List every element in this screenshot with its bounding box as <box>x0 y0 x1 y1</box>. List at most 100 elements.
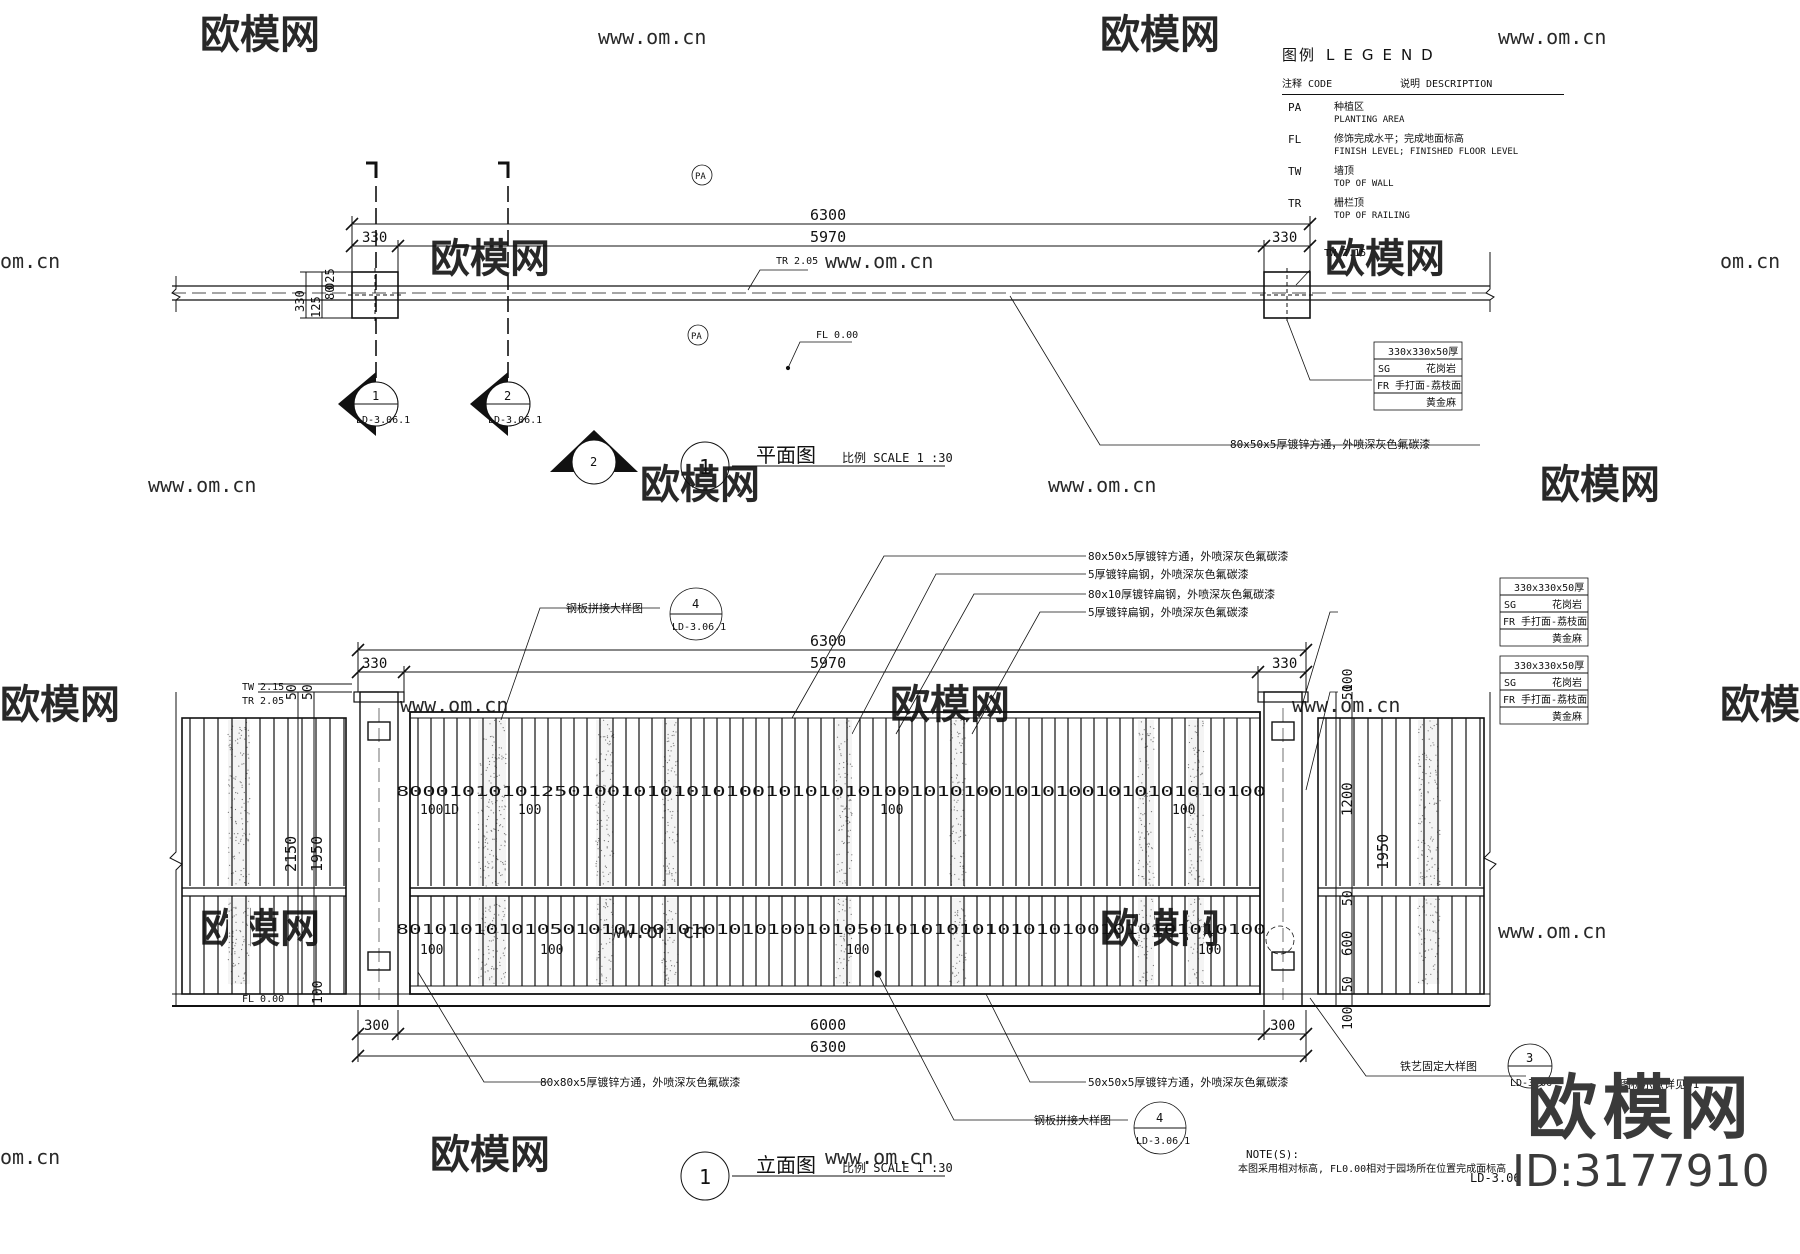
stone-speckle <box>233 858 236 860</box>
stone-speckle <box>841 811 844 813</box>
stone-speckle <box>1435 771 1437 773</box>
stone-speckle <box>496 950 498 952</box>
stone-speckle <box>488 952 490 954</box>
stone-speckle <box>240 812 242 814</box>
stone-speckle <box>840 805 842 807</box>
stone-speckle <box>492 812 495 814</box>
stone-speckle <box>227 811 229 814</box>
stone-speckle <box>1149 823 1151 825</box>
stone-speckle <box>1138 925 1140 927</box>
stone-speckle <box>1189 853 1191 855</box>
stone-speckle <box>668 870 671 872</box>
stone-speckle <box>1152 741 1154 743</box>
stone-speckle <box>961 954 963 957</box>
stone-speckle <box>247 838 249 841</box>
stone-speckle <box>961 936 963 938</box>
elev-bar-label-100: 100 <box>846 943 869 958</box>
stone-speckle <box>959 861 961 864</box>
stone-panel <box>662 720 678 886</box>
note-sheet: LD-3.06 <box>1470 1171 1521 1185</box>
stone-speckle <box>1190 946 1192 948</box>
stone-speckle <box>606 919 608 921</box>
stone-speckle <box>1141 923 1143 925</box>
stone-speckle <box>1438 880 1441 882</box>
stone-speckle <box>233 833 235 835</box>
stone-speckle <box>607 881 609 883</box>
stone-speckle <box>1421 738 1423 741</box>
stone-speckle <box>1426 855 1429 858</box>
stone-speckle <box>964 737 966 739</box>
stone-speckle <box>672 855 674 858</box>
stone-speckle <box>964 915 966 917</box>
stone-speckle <box>959 940 961 942</box>
stone-speckle <box>1141 909 1143 912</box>
stone-speckle <box>850 860 853 862</box>
stone-speckle <box>1439 883 1441 886</box>
plan-dim-side-125: 125 <box>309 296 323 318</box>
stone-speckle <box>603 810 605 812</box>
stone-speckle <box>603 927 605 929</box>
stone-speckle <box>603 784 605 786</box>
stone-speckle <box>1141 823 1143 826</box>
elev-callout-top: 80x10厚镀锌扁钢，外喷深灰色氟碳漆 <box>1088 587 1275 601</box>
stone-speckle <box>1431 827 1433 829</box>
stone-speckle <box>596 775 598 777</box>
stone-speckle <box>235 792 237 794</box>
stone-speckle <box>670 746 672 748</box>
stone-speckle <box>501 874 503 876</box>
stone-speckle <box>956 774 959 777</box>
stone-speckle <box>611 761 613 763</box>
stone-speckle <box>247 907 249 910</box>
stone-speckle <box>669 755 671 757</box>
stone-speckle <box>840 787 843 789</box>
stone-speckle <box>1430 883 1432 886</box>
stone-speckle <box>1431 840 1433 842</box>
stone-speckle <box>492 928 494 930</box>
stone-speckle <box>965 834 967 836</box>
stone-speckle <box>483 738 485 740</box>
stone-speckle <box>843 766 845 769</box>
stone-speckle <box>1189 982 1191 984</box>
stone-speckle <box>841 935 843 937</box>
stone-speckle <box>1420 872 1422 874</box>
stone-speckle <box>672 730 674 733</box>
stone-speckle <box>1435 942 1437 944</box>
stone-speckle <box>1417 926 1419 928</box>
stone-speckle <box>478 841 480 843</box>
stone-speckle <box>662 865 665 867</box>
stone-speckle <box>840 755 842 757</box>
stone-speckle <box>955 748 957 750</box>
stone-speckle <box>238 963 240 965</box>
stone-speckle <box>1190 775 1192 777</box>
stone-speckle <box>248 833 251 835</box>
stone-speckle <box>242 859 244 861</box>
stone-speckle <box>610 765 612 767</box>
stone-speckle <box>1419 818 1421 820</box>
stone-speckle <box>667 788 669 790</box>
stone-speckle <box>1424 950 1426 952</box>
stone-speckle <box>835 977 837 979</box>
stone-speckle <box>1417 981 1420 984</box>
stone-speckle <box>503 808 505 810</box>
stone-speckle <box>1141 940 1143 943</box>
stone-speckle <box>955 790 958 792</box>
stone-speckle <box>1430 838 1432 840</box>
stone-speckle <box>229 739 231 742</box>
stone-speckle <box>676 840 678 842</box>
stone-speckle <box>240 838 242 840</box>
stone-speckle <box>1190 814 1192 817</box>
stone-speckle <box>1189 872 1191 874</box>
stone-speckle <box>840 743 842 745</box>
stone-speckle <box>1420 726 1422 728</box>
elev-bar-label-100: 100 <box>880 803 903 818</box>
stone-speckle <box>229 902 231 904</box>
stone-speckle <box>672 742 674 744</box>
stone-speckle <box>953 723 956 725</box>
legend-title-cn: 图例 <box>1282 46 1317 64</box>
stone-speckle <box>595 758 597 760</box>
stone-speckle <box>247 821 249 823</box>
stone-speckle <box>504 900 506 902</box>
stone-speckle <box>1428 868 1430 870</box>
stone-speckle <box>844 910 846 912</box>
stone-speckle <box>1194 753 1196 755</box>
